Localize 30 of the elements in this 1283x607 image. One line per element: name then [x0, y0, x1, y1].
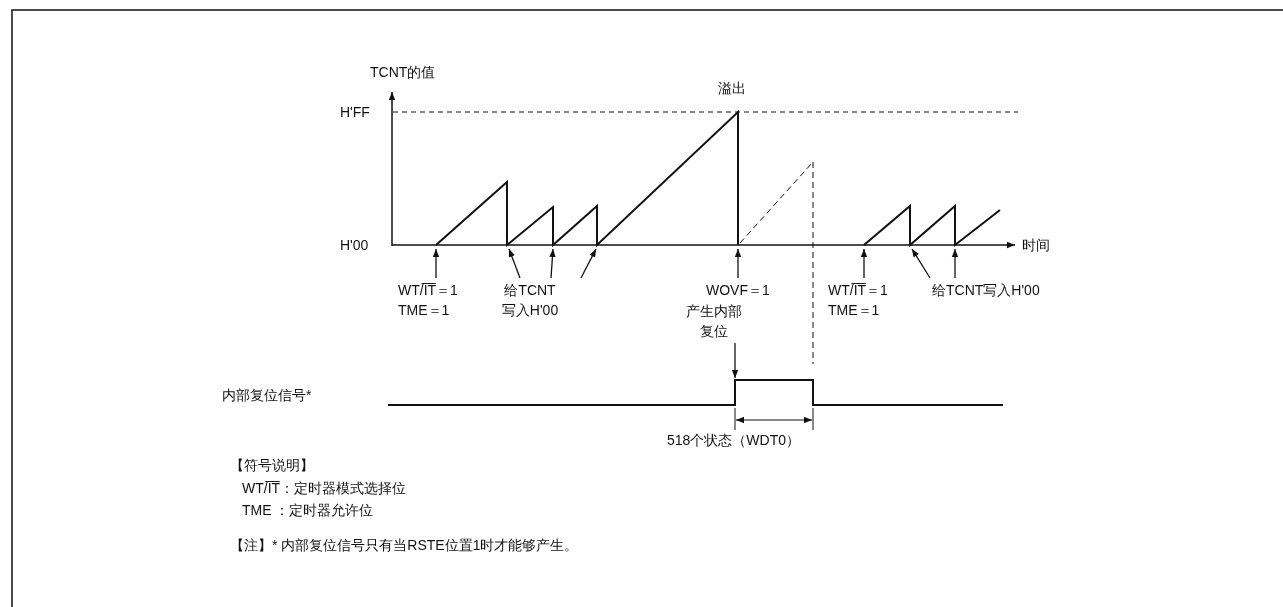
callout-label: TME＝1	[398, 301, 451, 320]
callout-label: WT/I̅T̅＝1	[398, 281, 458, 300]
leader-arrow	[911, 248, 931, 279]
leader-arrow	[951, 248, 959, 279]
callout-label: WOVF＝1	[706, 281, 770, 300]
signal-name: 内部复位信号*	[222, 386, 312, 405]
note-text: 【注】* 内部复位信号只有当RSTE位置1时才能够产生。	[230, 536, 579, 555]
leader-arrow	[860, 248, 868, 279]
leader-arrow	[508, 248, 521, 279]
callout-label: WT/I̅T̅＝1	[828, 281, 888, 300]
leader-arrow	[580, 248, 597, 279]
level-label: H'00	[340, 236, 369, 255]
callout-label: 给TCNT 写入H'00	[500, 281, 560, 320]
axis-title: TCNT的值	[370, 63, 436, 82]
duration-label: 518个状态（WDT0）	[667, 431, 801, 450]
leader-arrow	[432, 248, 440, 279]
legend-text: TME ：定时器允许位	[242, 501, 374, 520]
legend-heading: 【符号说明】	[230, 456, 314, 475]
axis-title: 时间	[1022, 236, 1050, 255]
callout-label: 产生内部复位	[685, 302, 743, 341]
level-label: H'FF	[340, 103, 370, 122]
leader-arrow	[731, 342, 739, 379]
sawtooth-waveform	[435, 109, 1001, 248]
reset-pulse-waveform	[387, 379, 1004, 406]
leader-arrow	[549, 248, 556, 279]
callout-label: TME＝1	[828, 301, 881, 320]
overflow-label: 溢出	[718, 79, 746, 98]
legend-text: WT/I̅T̅：定时器模式选择位	[242, 479, 407, 498]
leader-arrow	[734, 248, 742, 279]
callout-label: 给TCNT写入H'00	[932, 281, 1040, 300]
